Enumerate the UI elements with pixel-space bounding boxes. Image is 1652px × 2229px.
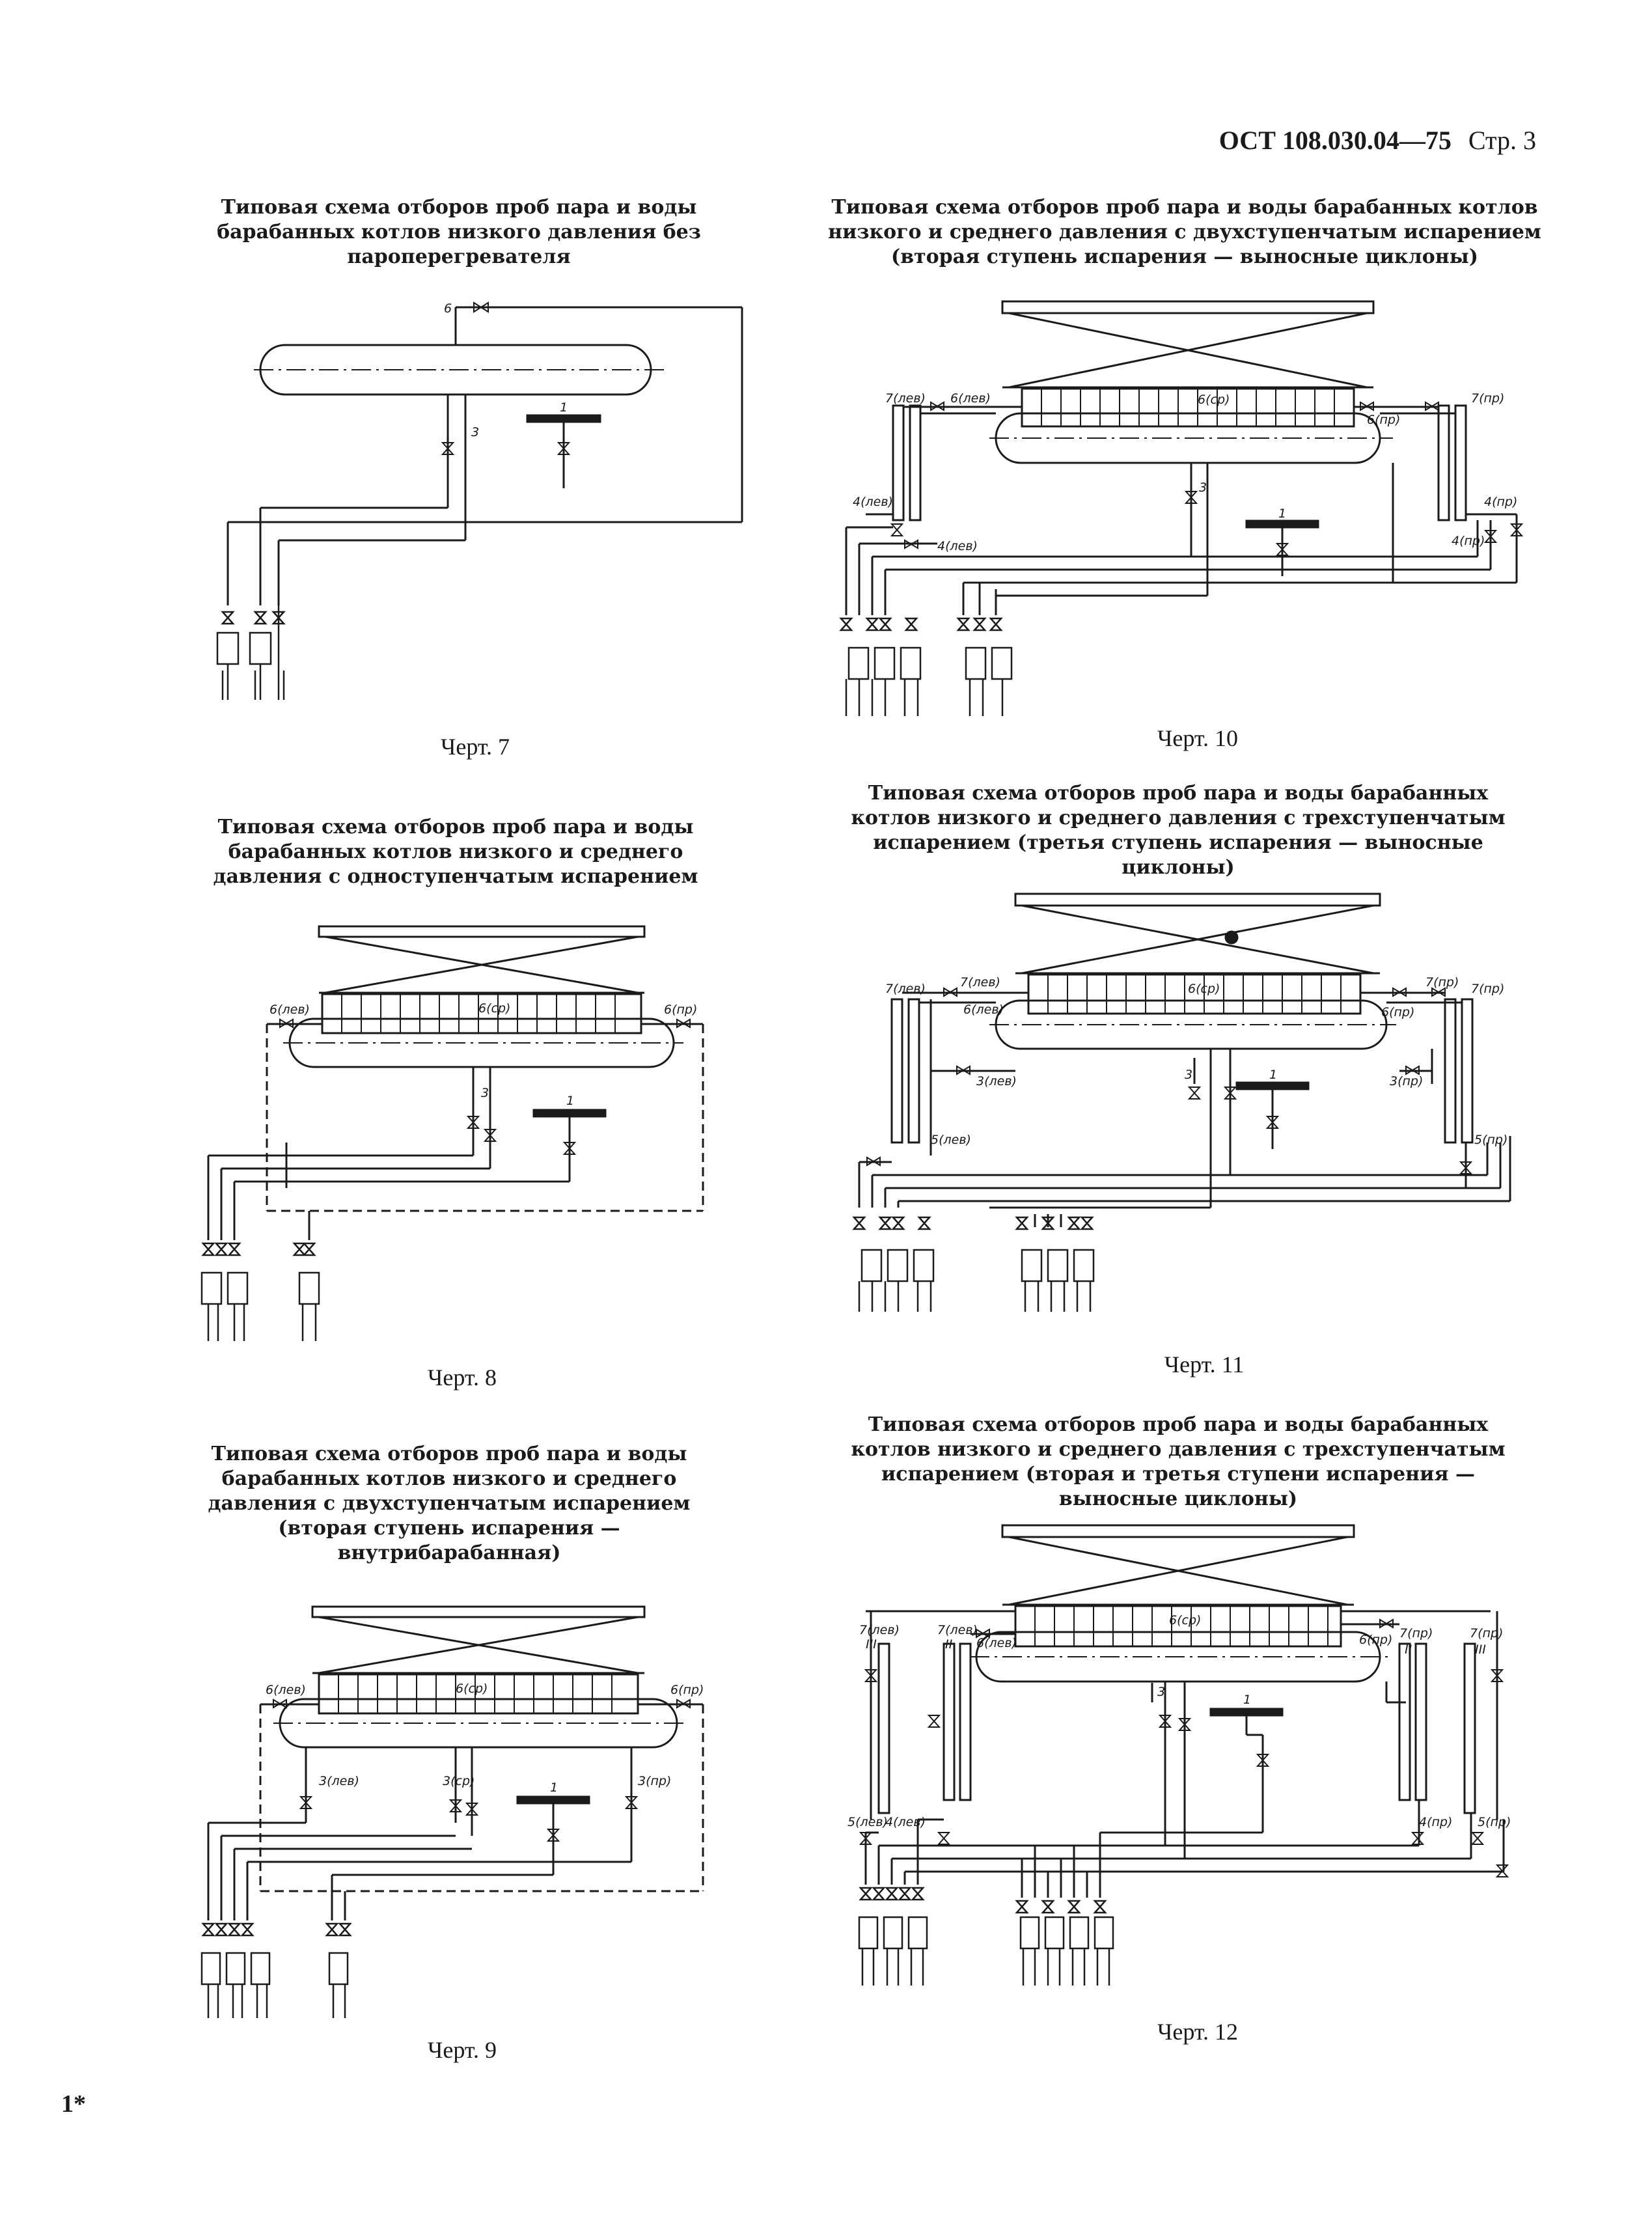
label-6-sr: 6(ср) <box>1169 1613 1201 1627</box>
label-1: 1 <box>560 400 568 415</box>
label-4-lev-2: 4(лев) <box>937 539 978 553</box>
label-roman-III-right: III <box>1475 1642 1486 1657</box>
label-7-lev-2: 7(лев) <box>960 975 1000 990</box>
label-6-lev: 6(лев) <box>269 1003 310 1017</box>
figure-7-title: Типовая схема отборов проб пара и воды б… <box>217 196 701 268</box>
label-6-sr: 6(ср) <box>1188 982 1220 996</box>
figure-8-diagram: 6(лев) 6(ср) 6(пр) 3 1 <box>182 921 736 1351</box>
figure-8-title: Типовая схема отборов проб пара и воды б… <box>213 816 698 888</box>
label-6-pr: 6(пр) <box>670 1683 704 1697</box>
figure-10-diagram: 7(лев) 6(лев) 6(ср) 6(пр) 7(пр) 4(лев) 4… <box>833 296 1536 723</box>
label-6-sr: 6(ср) <box>456 1682 488 1696</box>
figure-12-diagram: 7(лев) III 7(лев) II 6(лев) 6(ср) 6(пр) … <box>846 1520 1523 1995</box>
label-7-lev: 7(лев) <box>885 391 926 406</box>
figure-12-title: Типовая схема отборов проб пара и воды б… <box>851 1413 1506 1510</box>
label-1: 1 <box>566 1094 574 1108</box>
figure-11-title: Типовая схема отборов проб пара и воды б… <box>851 782 1506 879</box>
figure-10-caption: Черт. 10 <box>1157 725 1238 751</box>
figure-7-caption: Черт. 7 <box>441 734 510 760</box>
label-3-pr: 3(пр) <box>638 1774 671 1788</box>
figure-9-diagram: 6(лев) 6(ср) 6(пр) 3(лев) 3(ср) 3(пр) 1 <box>182 1601 736 2025</box>
label-4-lev: 4(лев) <box>885 1815 926 1829</box>
label-5-pr: 5(пр) <box>1478 1815 1511 1829</box>
label-6-pr: 6(пр) <box>1359 1633 1392 1647</box>
label-7-pr: 7(пр) <box>1399 1626 1433 1641</box>
label-7-lev: 7(лев) <box>859 1623 900 1637</box>
figure-9-title: Типовая схема отборов проб пара и воды б… <box>208 1443 691 1564</box>
label-5-lev: 5(лев) <box>847 1815 888 1829</box>
label-6-lev: 6(лев) <box>976 1636 1017 1650</box>
label-6-lev: 6(лев) <box>266 1683 306 1697</box>
label-5-lev: 5(лев) <box>931 1133 971 1147</box>
label-3-pr: 3(пр) <box>1390 1074 1423 1088</box>
label-7-lev: 7(лев) <box>885 982 926 996</box>
label-3: 3 <box>471 425 479 439</box>
figure-10-title: Типовая схема отборов проб пара и воды б… <box>828 196 1541 268</box>
label-1: 1 <box>1278 506 1286 521</box>
label-6-pr: 6(пр) <box>664 1003 697 1017</box>
label-7-pr: 7(пр) <box>1425 975 1459 990</box>
footer-mark: 1* <box>61 2090 86 2118</box>
figure-8-caption: Черт. 8 <box>428 1364 497 1391</box>
label-6: 6 <box>444 301 452 316</box>
label-7-pr-2: 7(пр) <box>1470 1626 1503 1641</box>
label-7-pr-2: 7(пр) <box>1471 982 1504 996</box>
label-1: 1 <box>1269 1068 1277 1082</box>
label-4-pr-2: 4(пр) <box>1452 534 1485 548</box>
figure-7-diagram: 6 3 1 <box>150 293 768 710</box>
page-number: Стр. 3 <box>1468 126 1536 155</box>
doc-code: ОСТ 108.030.04—75 <box>1218 126 1452 155</box>
figure-11-caption: Черт. 11 <box>1164 1351 1245 1378</box>
label-3-sr: 3(ср) <box>443 1774 475 1788</box>
label-roman-II-right: II <box>1405 1642 1412 1657</box>
figure-9-caption: Черт. 9 <box>428 2037 497 2063</box>
figure-12-caption: Черт. 12 <box>1157 2019 1238 2045</box>
label-4-lev: 4(лев) <box>853 495 893 509</box>
page-header: ОСТ 108.030.04—75 Стр. 3 <box>1219 125 1536 156</box>
label-3: 3 <box>1199 480 1207 495</box>
label-6-pr: 6(пр) <box>1367 413 1400 427</box>
label-4-pr: 4(пр) <box>1419 1815 1452 1829</box>
label-1: 1 <box>1243 1693 1251 1707</box>
label-roman-II-left: II <box>945 1637 953 1652</box>
label-6-lev: 6(лев) <box>950 391 991 406</box>
label-7-lev-2: 7(лев) <box>937 1623 978 1637</box>
label-7-pr: 7(пр) <box>1471 391 1504 406</box>
label-6-lev: 6(лев) <box>963 1003 1004 1017</box>
label-3: 3 <box>1185 1068 1192 1082</box>
label-5-pr: 5(пр) <box>1474 1133 1507 1147</box>
label-3-lev: 3(лев) <box>319 1774 359 1788</box>
label-roman-III-left: III <box>866 1637 877 1652</box>
figure-11-diagram: 7(лев) 7(лев) 6(лев) 6(ср) 6(пр) 7(пр) 7… <box>846 889 1523 1318</box>
label-3-lev: 3(лев) <box>976 1074 1017 1088</box>
label-1: 1 <box>550 1780 558 1795</box>
label-3: 3 <box>481 1086 489 1100</box>
label-6-sr: 6(ср) <box>1198 393 1230 407</box>
label-3: 3 <box>1157 1685 1165 1699</box>
label-6-sr: 6(ср) <box>478 1001 510 1016</box>
label-4-pr: 4(пр) <box>1484 495 1517 509</box>
label-6-pr: 6(пр) <box>1381 1005 1414 1019</box>
